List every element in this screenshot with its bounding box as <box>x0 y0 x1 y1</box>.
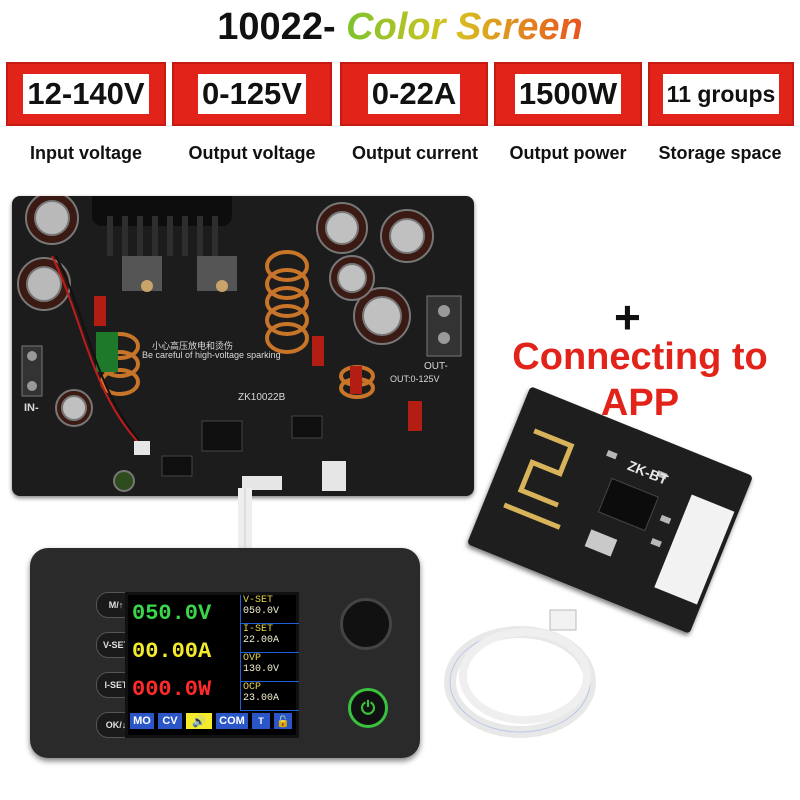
spec-badge-output-voltage: 0-125V <box>172 62 332 126</box>
converter-pcb: 小心高压放电和烫伤 Be careful of high-voltage spa… <box>12 196 474 496</box>
pcb-in-label: IN- <box>24 402 39 414</box>
caption-output-power: Output power <box>509 143 627 163</box>
spec-badge-input-voltage: 12-140V <box>6 62 166 126</box>
rotary-knob[interactable] <box>340 598 392 650</box>
model-number: 10022- <box>217 6 336 48</box>
color-screen-label: Color Screen <box>346 6 583 48</box>
caption-output-voltage: Output voltage <box>188 143 316 163</box>
caption-storage-space: Storage space <box>658 143 782 163</box>
vset-panel: V-SET 050.0V <box>240 595 299 624</box>
pcb-out-range: OUT:0-125V <box>390 374 440 384</box>
coiled-cable <box>444 609 596 738</box>
spec-badge-output-current: 0-22A <box>340 62 488 126</box>
product-title: 10022- Color Screen <box>0 6 800 49</box>
spec-badge-output-power: 1500W <box>494 62 642 126</box>
output-current-readout: 00.00A <box>132 639 212 664</box>
status-temp: T <box>252 713 270 729</box>
lock-icon: 🔓 <box>274 713 292 729</box>
status-mode: MO <box>130 713 154 729</box>
app-text-line2: APP <box>600 382 680 424</box>
output-power-readout: 000.0W <box>132 677 212 702</box>
spec-badge-storage: 11 groups <box>648 62 794 126</box>
status-cv: CV <box>158 713 182 729</box>
output-voltage-readout: 050.0V <box>132 601 212 626</box>
ribbon-cable <box>238 488 252 552</box>
power-icon: ⏻ <box>360 697 376 718</box>
bluetooth-module: ZK-BT <box>466 386 754 634</box>
pcb-warning-en: Be careful of high-voltage sparking <box>142 350 281 360</box>
pcb-components-illustration <box>17 196 462 492</box>
ovp-panel: OVP 130.0V <box>240 653 299 682</box>
pcb-out-label: OUT- <box>424 361 448 372</box>
app-text-line1: Connecting to <box>512 336 768 378</box>
pcb-warning-cn: 小心高压放电和烫伤 <box>152 341 234 351</box>
ocp-panel: OCP 23.00A <box>240 682 299 711</box>
speaker-icon: 🔊 <box>186 713 212 729</box>
lcd-screen: 050.0V 00.00A 000.0W V-SET 050.0V I-SET … <box>125 592 299 738</box>
plus-sign: + <box>614 291 641 343</box>
pcb-model-label: ZK10022B <box>238 392 286 403</box>
power-button[interactable]: ⏻ <box>348 688 388 728</box>
iset-panel: I-SET 22.00A <box>240 624 299 653</box>
caption-output-current: Output current <box>352 143 478 163</box>
status-com: COM <box>216 713 248 729</box>
caption-input-voltage: Input voltage <box>30 143 142 163</box>
